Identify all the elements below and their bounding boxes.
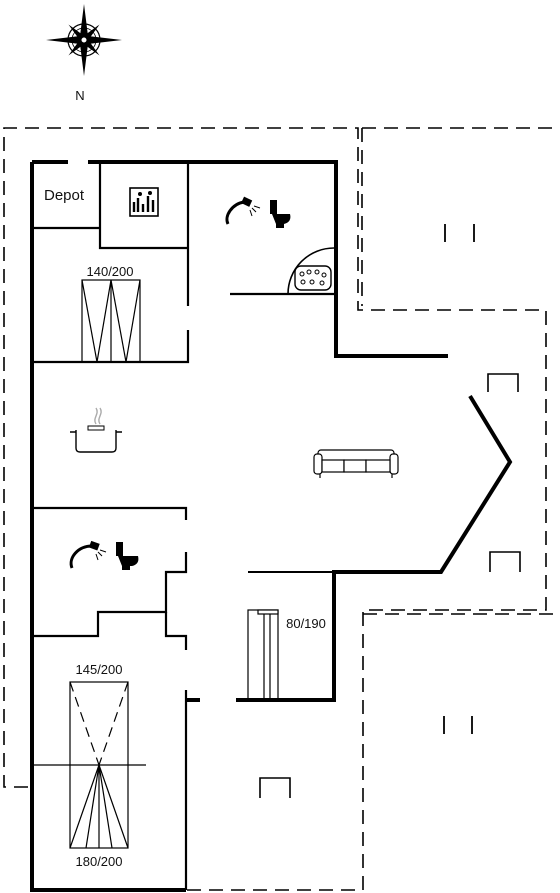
toilet-icon: [270, 200, 291, 228]
bed-bottom: [34, 681, 146, 849]
bed-middle: [247, 609, 279, 701]
bed-bottom-lower-size-label: 180/200: [76, 854, 123, 869]
compass-rose-icon: [46, 4, 122, 76]
garden-chair-icon: [259, 373, 521, 798]
sofa-icon: [313, 449, 399, 478]
cooking-pot-icon: [70, 407, 122, 453]
bed-top: [81, 279, 141, 363]
exterior-walls: [30, 160, 513, 892]
sauna-icon: [129, 187, 159, 217]
garden-table-legs: [443, 224, 475, 734]
whirlpool-icon: [294, 265, 332, 291]
shower-icon-lower: [69, 540, 107, 569]
shower-icon: [225, 196, 261, 225]
terrace-outline: [3, 127, 558, 891]
depot-label: Depot: [44, 187, 85, 204]
toilet-icon-lower: [116, 542, 139, 570]
north-label: N: [75, 88, 84, 103]
bed-middle-size-label: 80/190: [286, 616, 326, 631]
bed-top-size-label: 140/200: [87, 264, 134, 279]
bed-bottom-upper-size-label: 145/200: [76, 662, 123, 677]
